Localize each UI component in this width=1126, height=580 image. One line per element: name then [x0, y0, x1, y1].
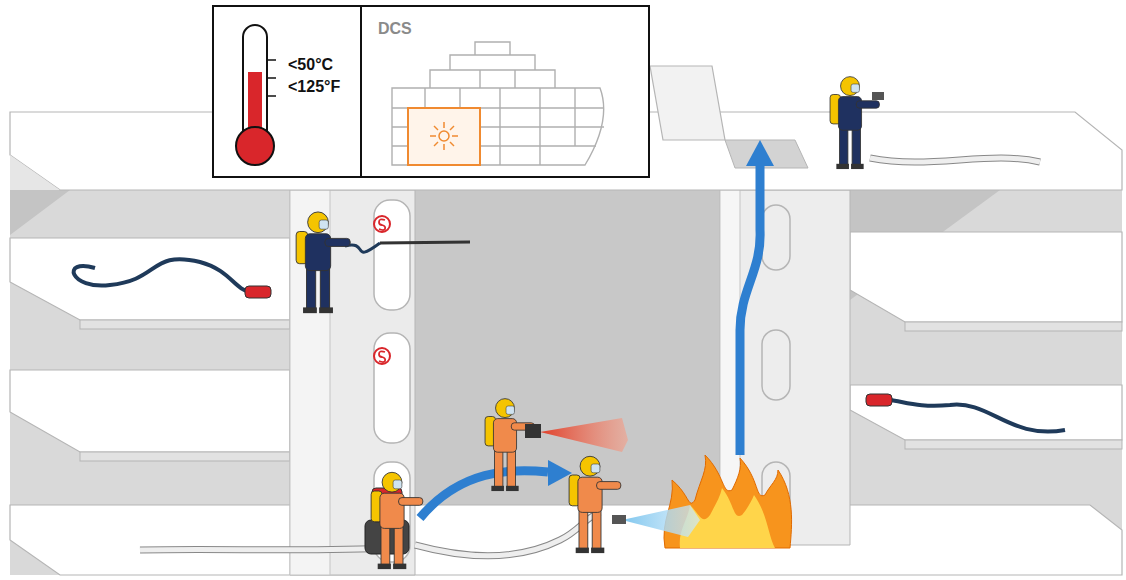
temperature-value: <125°F — [288, 77, 340, 97]
dcs-panel: DCS — [360, 5, 650, 178]
temperature-panel: <50°C<125°F — [212, 5, 362, 178]
temperature-value: <50°C — [288, 55, 333, 75]
panel-heading: DCS — [378, 19, 412, 39]
